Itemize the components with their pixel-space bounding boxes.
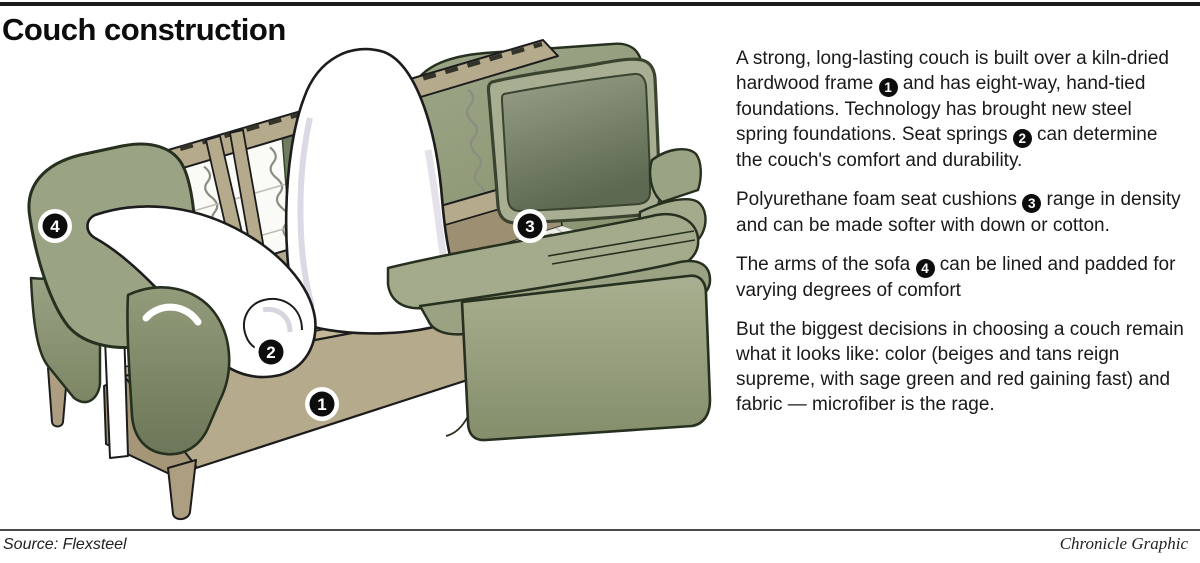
source-credit: Source: Flexsteel bbox=[3, 536, 127, 553]
right-arm-roll bbox=[648, 148, 702, 204]
scroll-curl-highlight bbox=[142, 303, 202, 326]
couch-illustration: 1 2 3 4 bbox=[27, 39, 712, 520]
paragraph: Polyurethane foam seat cushions 3 range … bbox=[736, 189, 1181, 236]
article-column: A strong, long-lasting couch is built ov… bbox=[736, 46, 1188, 431]
paragraph: A strong, long-lasting couch is built ov… bbox=[736, 48, 1170, 171]
cushion-shading bbox=[297, 117, 315, 307]
rail-webbing-dashes bbox=[113, 41, 543, 171]
back-spring bbox=[465, 88, 486, 203]
paragraph: The arms of the sofa 4 can be lined and … bbox=[736, 254, 1176, 301]
callout-badge-1: 1 bbox=[878, 78, 898, 97]
skirt-panel bbox=[460, 274, 712, 442]
callout-badge-4: 4 bbox=[915, 259, 935, 278]
callout-number: 2 bbox=[266, 343, 275, 362]
callout-badge-3: 3 bbox=[1022, 194, 1042, 213]
callout-4: 4 bbox=[38, 209, 72, 243]
callout-number: 4 bbox=[50, 217, 60, 236]
callout-1: 1 bbox=[305, 387, 339, 421]
skirt-fold bbox=[445, 415, 469, 437]
callout-2: 2 bbox=[254, 335, 288, 369]
bottom-rule bbox=[0, 529, 1200, 531]
cushion-piping bbox=[547, 230, 695, 257]
lining-curl-shade bbox=[262, 306, 293, 333]
callout-number: 3 bbox=[525, 217, 534, 236]
cushion-piping bbox=[551, 239, 696, 265]
callout-number: 1 bbox=[317, 395, 326, 414]
paragraph: But the biggest decisions in choosing a … bbox=[736, 319, 1184, 415]
arm-lining-roll bbox=[86, 205, 317, 379]
arm-scroll-front bbox=[126, 286, 231, 456]
callouts: 1 2 3 4 bbox=[38, 209, 547, 421]
front-leg bbox=[167, 459, 197, 520]
top-rule bbox=[0, 2, 1200, 6]
page-title: Couch construction bbox=[2, 12, 286, 47]
callout-3: 3 bbox=[513, 209, 547, 243]
throw-pillow-panel bbox=[500, 72, 652, 213]
callout-badge-2: 2 bbox=[1012, 129, 1032, 148]
graphic-credit: Chronicle Graphic bbox=[1059, 534, 1188, 553]
